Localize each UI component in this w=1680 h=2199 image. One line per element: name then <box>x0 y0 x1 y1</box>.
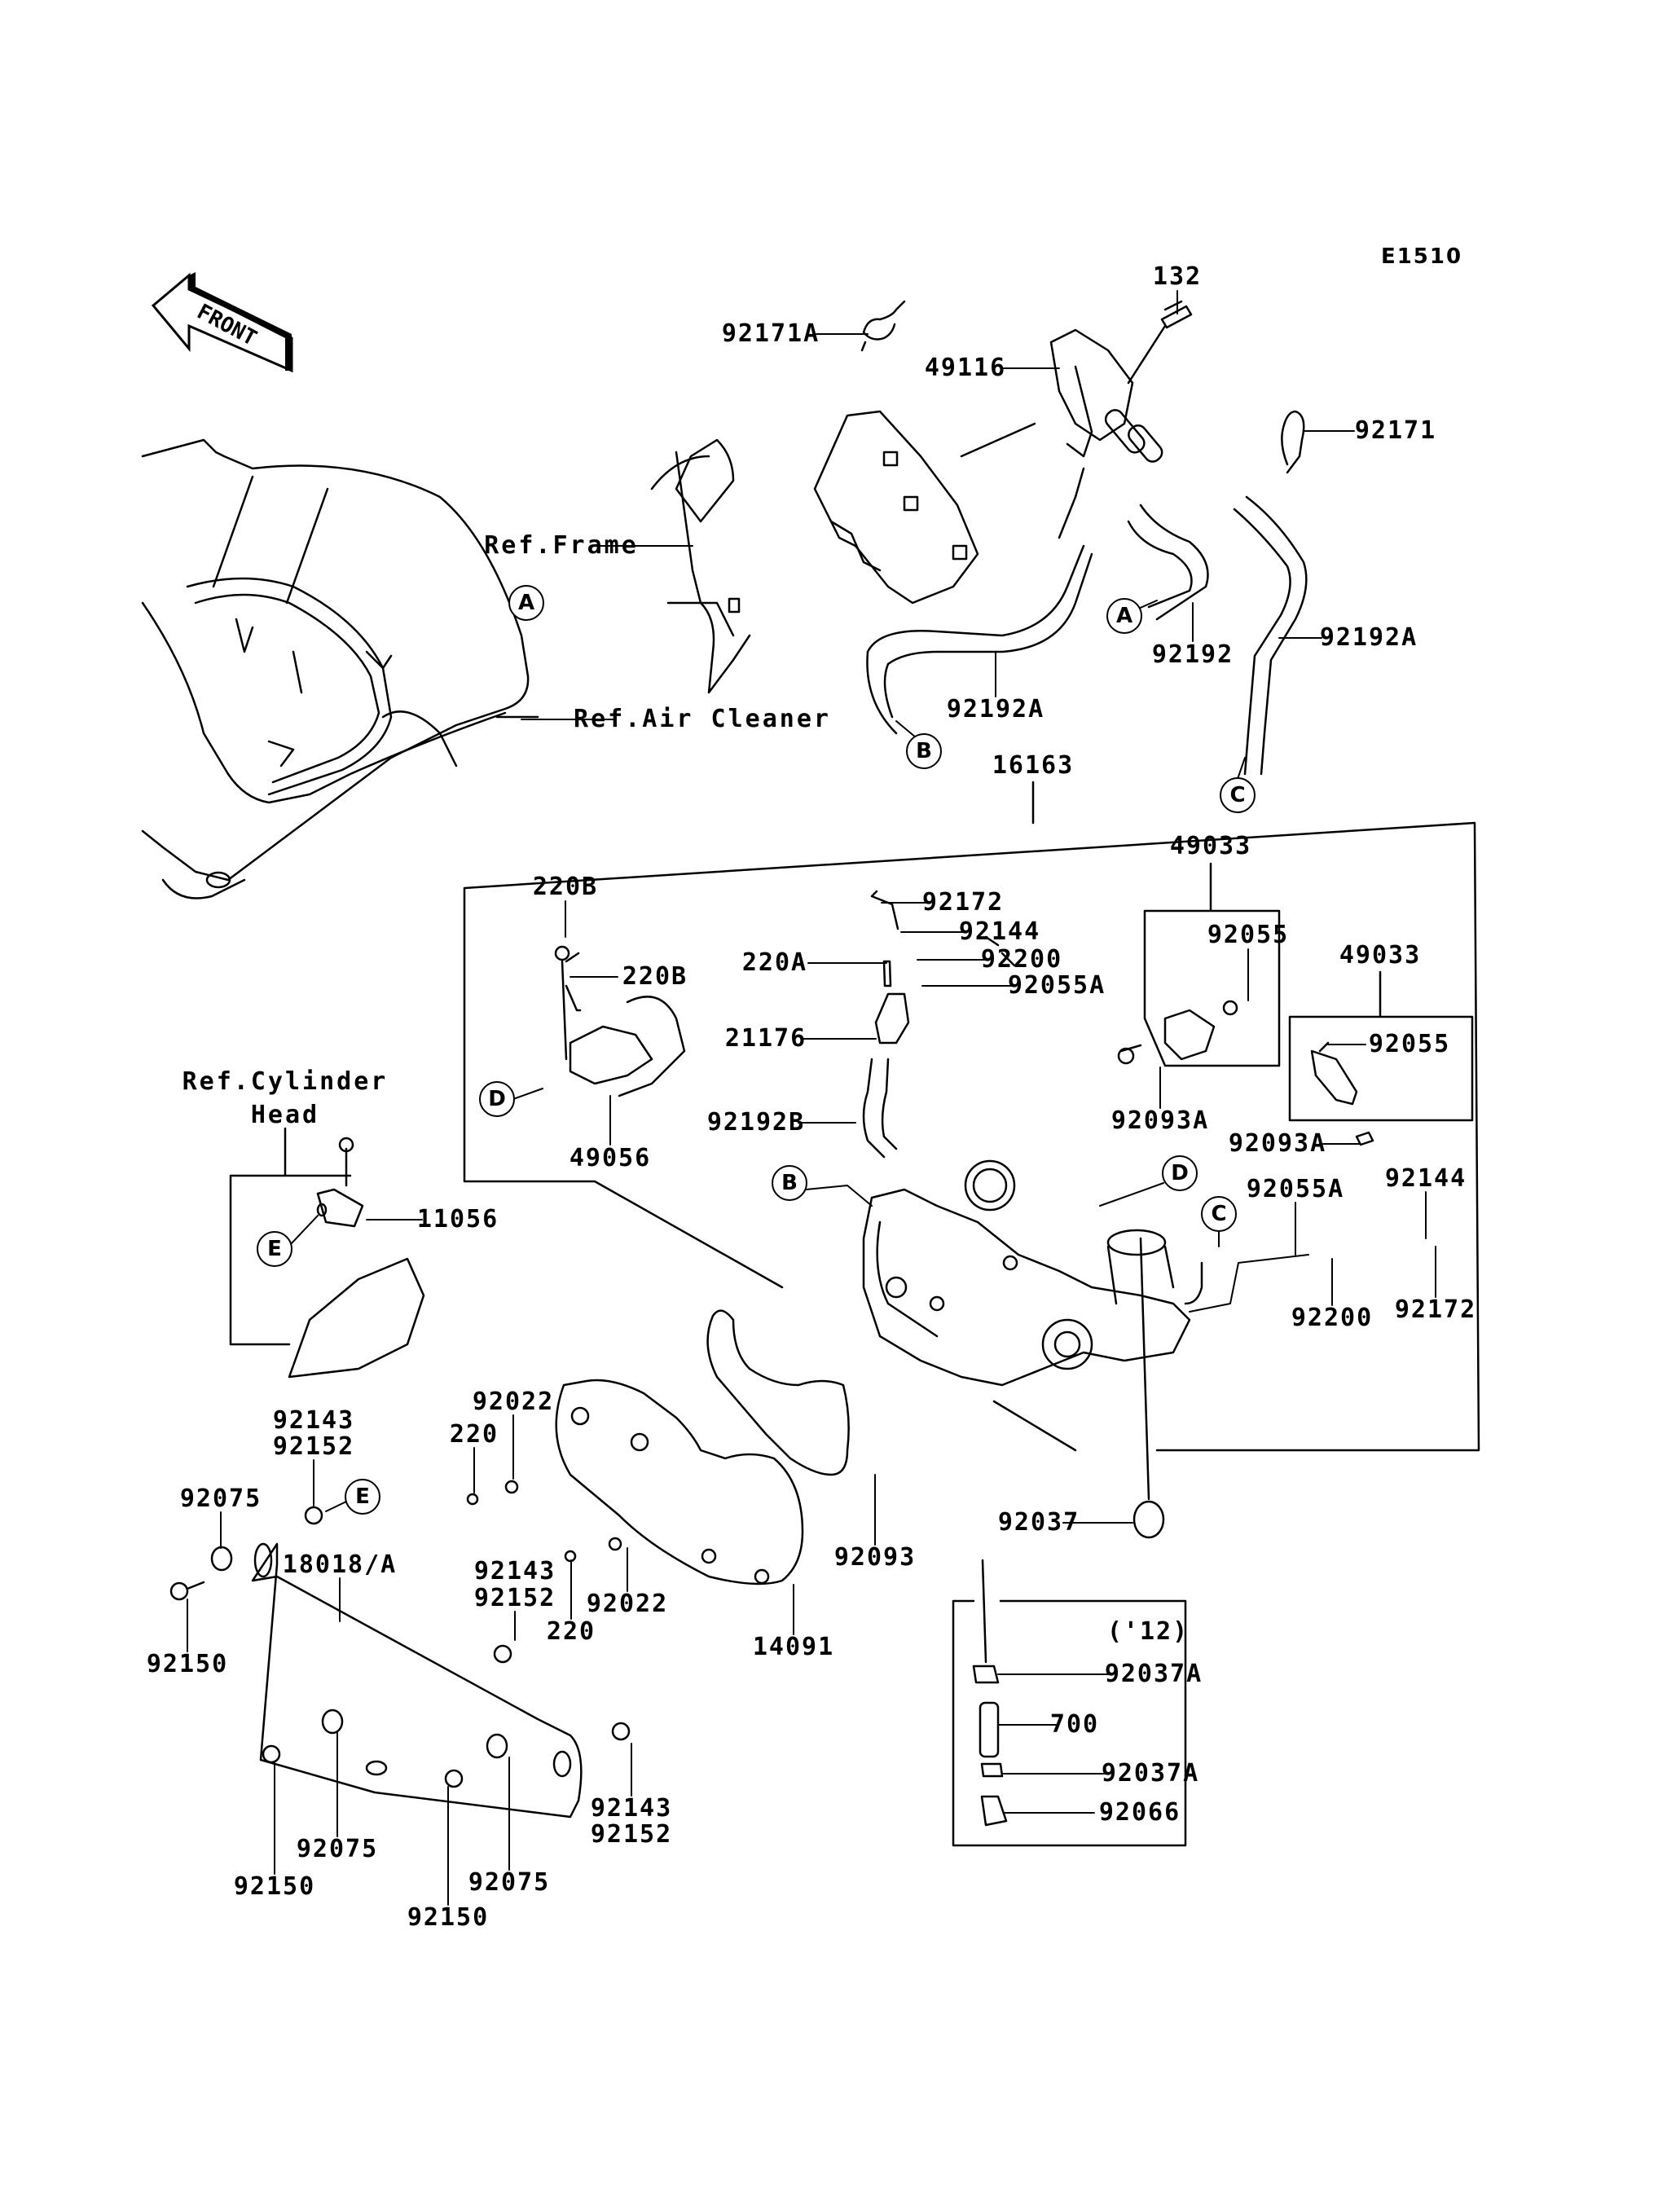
injector-drawings <box>1117 1000 1374 1146</box>
part-label-92093[interactable]: 92093 <box>833 1543 917 1572</box>
part-label-92093a-2[interactable]: 92093A <box>1228 1129 1327 1158</box>
part-label-92150-top[interactable]: 92150 <box>146 1650 229 1678</box>
cover-14091-drawing <box>555 1379 804 1585</box>
part-label-92192b[interactable]: 92192B <box>706 1108 806 1137</box>
part-label-92022-mid[interactable]: 92022 <box>586 1590 669 1618</box>
part-label-92144[interactable]: 92144 <box>958 917 1041 946</box>
part-label-92075-right[interactable]: 92075 <box>468 1868 551 1897</box>
part-label-14091[interactable]: 14091 <box>752 1633 835 1661</box>
cylinder-head-box <box>229 1127 352 1346</box>
part-label-220a[interactable]: 220A <box>741 948 808 977</box>
clamp-92171-drawing <box>1281 410 1305 474</box>
part-label-18018a[interactable]: 18018/A <box>282 1550 398 1579</box>
part-label-92200[interactable]: 92200 <box>980 945 1063 974</box>
part-label-700[interactable]: 700 <box>1049 1710 1100 1739</box>
part-label-92192a-right[interactable]: 92192A <box>1319 623 1418 652</box>
part-label-92022-top[interactable]: 92022 <box>472 1388 555 1416</box>
part-label-49033-2[interactable]: 49033 <box>1339 941 1422 970</box>
part-label-220-top[interactable]: 220 <box>449 1420 499 1449</box>
clamp-92037-drawing <box>1132 1500 1165 1539</box>
ref-air-cleaner-label[interactable]: Ref.Air Cleaner <box>574 705 831 733</box>
part-label-92192a-mid[interactable]: 92192A <box>946 695 1045 723</box>
hose-drawings <box>866 467 1308 776</box>
connector-a-air-cleaner: A <box>508 585 544 621</box>
isc-valve-drawing <box>554 945 686 1097</box>
ref-cylinder-head-label[interactable]: Ref.Cylinder <box>182 1067 389 1096</box>
part-label-49033-1[interactable]: 49033 <box>1169 832 1252 860</box>
part-label-92150-right[interactable]: 92150 <box>407 1903 490 1932</box>
part-label-92152-mid[interactable]: 92152 <box>473 1584 556 1612</box>
clamp-92037-leader <box>1139 1237 1150 1501</box>
part-label-220-mid[interactable]: 220 <box>546 1617 596 1646</box>
part-label-92172-right[interactable]: 92172 <box>1394 1295 1477 1324</box>
part-label-92150-left[interactable]: 92150 <box>233 1872 316 1901</box>
part-label-92143-right[interactable]: 92143 <box>590 1794 673 1823</box>
connector-e-cover: E <box>345 1479 380 1515</box>
part-label-92093a-1[interactable]: 92093A <box>1110 1106 1210 1135</box>
part-label-92055a-right[interactable]: 92055A <box>1246 1175 1345 1203</box>
part-label-92055-1[interactable]: 92055 <box>1207 921 1290 949</box>
part-label-92037[interactable]: 92037 <box>997 1508 1080 1537</box>
part-label-49056[interactable]: 49056 <box>569 1144 652 1172</box>
part-label-92143-mid[interactable]: 92143 <box>473 1557 556 1585</box>
part-label-220b[interactable]: 220B <box>622 962 688 991</box>
part-label-92172[interactable]: 92172 <box>921 888 1005 917</box>
injector-box-1 <box>1143 862 1281 1067</box>
part-label-92037a-2[interactable]: 92037A <box>1101 1759 1200 1788</box>
clamp-92171a-drawing <box>860 300 906 352</box>
part-label-220b-top[interactable]: 220B <box>532 873 599 901</box>
connector-d-isc: D <box>479 1081 515 1117</box>
part-label-49116[interactable]: 49116 <box>924 354 1007 382</box>
part-label-132[interactable]: 132 <box>1152 262 1203 291</box>
part-label-21176[interactable]: 21176 <box>724 1024 807 1053</box>
connector-a-hose: A <box>1106 598 1142 634</box>
part-label-92200-right[interactable]: 92200 <box>1291 1304 1374 1332</box>
year-box-parts-drawing <box>972 1559 1008 1827</box>
part-label-92075-left[interactable]: 92075 <box>296 1835 379 1863</box>
throttle-body-drawing <box>862 1159 1203 1387</box>
part-label-92075-top[interactable]: 92075 <box>179 1484 262 1513</box>
diagram-code: E1510 <box>1380 244 1463 269</box>
part-label-92192[interactable]: 92192 <box>1151 640 1234 669</box>
part-label-11056[interactable]: 11056 <box>416 1205 499 1234</box>
part-label-92037a-1[interactable]: 92037A <box>1104 1660 1203 1688</box>
year-box-label: ('12) <box>1106 1617 1190 1646</box>
connector-d-throttle: D <box>1162 1155 1198 1191</box>
connector-c-throttle: C <box>1201 1196 1237 1232</box>
cylinder-head-drawing <box>288 1137 425 1379</box>
fastener-drawings <box>169 1480 631 1788</box>
air-cleaner-drawing <box>141 438 539 899</box>
bracket-18018a-drawing <box>251 1542 583 1819</box>
connector-c-hose: C <box>1220 777 1256 813</box>
connector-b-hose: B <box>906 733 942 769</box>
part-label-92055-2[interactable]: 92055 <box>1368 1030 1451 1058</box>
ref-cylinder-head-label-line2[interactable]: Head <box>250 1101 320 1129</box>
part-label-92152-right[interactable]: 92152 <box>590 1820 673 1849</box>
sensor-drawings <box>862 890 1016 1159</box>
part-label-92066[interactable]: 92066 <box>1098 1798 1181 1827</box>
part-label-92144-right[interactable]: 92144 <box>1384 1164 1467 1193</box>
front-arrow-icon: FRONT <box>151 272 293 373</box>
part-label-92171[interactable]: 92171 <box>1354 416 1437 445</box>
part-label-16163[interactable]: 16163 <box>992 751 1075 780</box>
part-label-92055a[interactable]: 92055A <box>1007 971 1106 1000</box>
connector-e-bracket: E <box>257 1231 292 1267</box>
part-label-92152-left[interactable]: 92152 <box>272 1432 355 1461</box>
connector-b-throttle: B <box>772 1165 807 1201</box>
year-box-2012 <box>952 1599 1187 1847</box>
part-label-92171a[interactable]: 92171A <box>721 319 820 348</box>
part-label-92143-left[interactable]: 92143 <box>272 1406 355 1435</box>
belt-92093-drawing <box>706 1309 850 1476</box>
frame-drawing <box>650 410 1036 694</box>
throttle-body-assembly-box <box>463 781 1480 1452</box>
leader-lines <box>187 290 1436 1906</box>
air-switching-valve-drawing <box>1049 300 1193 463</box>
ref-frame-label[interactable]: Ref.Frame <box>484 531 639 560</box>
